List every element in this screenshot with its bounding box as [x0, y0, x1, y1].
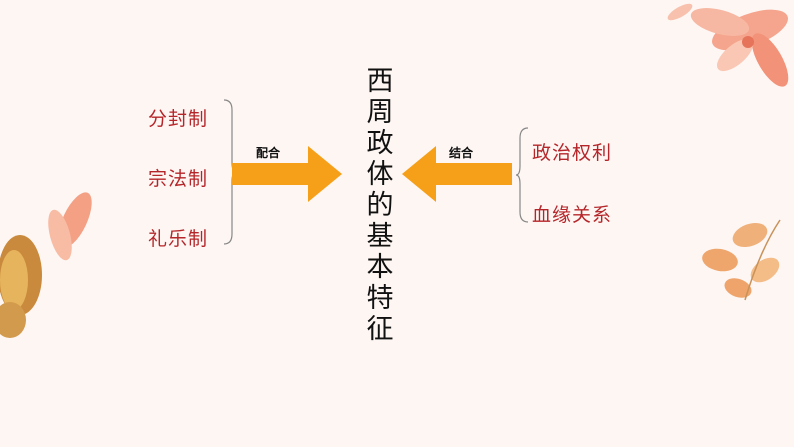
petal-cluster-icon	[702, 219, 781, 301]
page-title: 西周政体的基本特征	[366, 66, 394, 345]
right-arrow	[402, 146, 512, 202]
right-brace	[515, 127, 529, 223]
flower-bud-icon	[0, 192, 92, 338]
left-arrow-label: 配合	[256, 146, 281, 160]
right-item-political-rights: 政治权利	[532, 142, 613, 164]
right-item-blood-ties: 血缘关系	[532, 204, 613, 226]
left-item-zongfa: 宗法制	[148, 168, 209, 190]
left-item-liyue: 礼乐制	[148, 228, 209, 250]
left-arrow	[232, 146, 342, 202]
flower-petals-icon	[667, 3, 789, 87]
left-item-fengjian: 分封制	[148, 108, 209, 130]
right-arrow-label: 结合	[449, 146, 474, 160]
